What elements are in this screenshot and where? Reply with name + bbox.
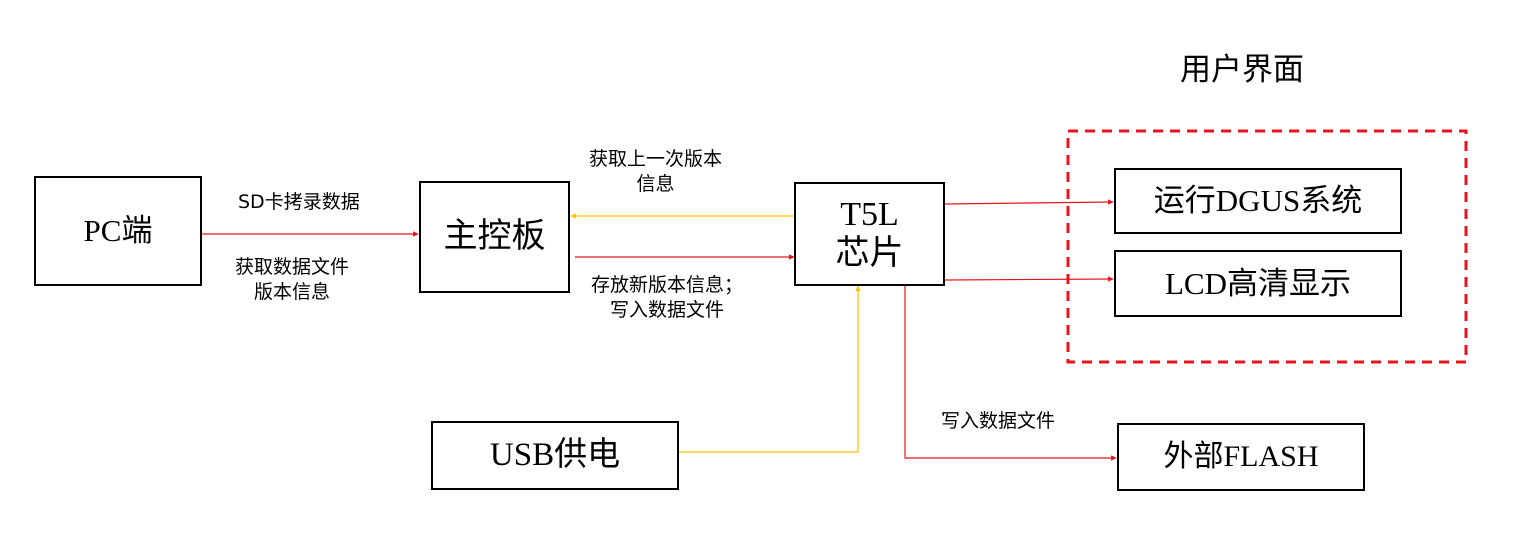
node-lcd-display-label: LCD高清显示 [1165,265,1351,301]
arrow-t5l-to-lcd [944,276,1114,282]
edge-label-get-data-file-line2: 版本信息 [254,280,331,303]
node-pc-label: PC端 [83,213,153,249]
node-mainboard: 主控板 [419,181,570,293]
node-t5l-chip-line2: 芯片 [835,235,904,272]
edge-label-store-new-version-line1: 存放新版本信息； [591,274,744,296]
edge-label-get-data-file: 获取数据文件 版本信息 [235,255,349,304]
node-external-flash-label: 外部FLASH [1163,439,1319,473]
node-t5l-chip-text: T5L 芯片 [836,195,904,273]
arrow-usb-to-t5l [679,285,861,453]
edge-label-store-new-version-line2: 写入数据文件 [610,298,725,321]
edge-label-get-last-version-line2: 信息 [636,172,675,195]
user-interface-dashed-group [1066,129,1468,364]
node-t5l-chip-line1: T5L [840,195,899,233]
edge-label-store-new-version: 存放新版本信息； 写入数据文件 [591,273,743,322]
group-title: 用户界面 [1180,52,1304,88]
edge-label-get-data-file-line1: 获取数据文件 [235,256,350,278]
edge-label-write-flash: 写入数据文件 [941,410,1056,432]
node-usb-power: USB供电 [431,421,679,490]
node-external-flash: 外部FLASH [1117,423,1365,491]
arrow-t5l-to-flash [904,286,1117,461]
node-usb-power-label: USB供电 [489,436,621,473]
edge-label-get-last-version-line1: 获取上一次版本 [589,148,723,170]
edge-label-sd-copy: SD卡拷录数据 [238,191,360,213]
node-pc: PC端 [34,176,202,286]
node-dgus-system: 运行DGUS系统 [1114,168,1402,234]
node-lcd-display: LCD高清显示 [1114,250,1402,317]
edge-label-get-last-version: 获取上一次版本 信息 [589,147,722,196]
node-dgus-system-label: 运行DGUS系统 [1153,183,1363,219]
arrow-t5l-to-dgus [944,199,1114,205]
node-mainboard-label: 主控板 [443,218,546,256]
node-t5l-chip: T5L 芯片 [794,182,945,286]
